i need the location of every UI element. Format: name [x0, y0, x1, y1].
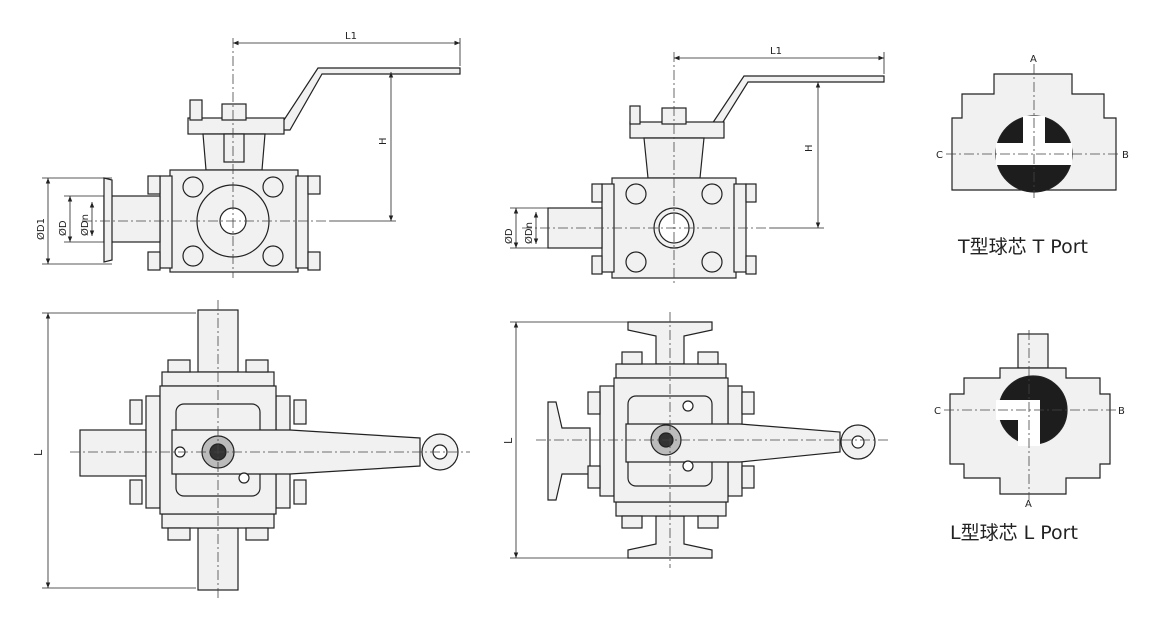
top-view-tube-valve [79, 309, 459, 591]
l-port-stem [1017, 333, 1049, 369]
t-port-label-b: B [1122, 150, 1129, 161]
bolt [587, 465, 601, 489]
bolt [697, 351, 719, 365]
side-nut [307, 175, 321, 195]
hex-bolt [701, 251, 723, 273]
dim-label-h: H [804, 144, 815, 152]
hex-bolt [182, 176, 204, 198]
top-view-clamp-dimensions [510, 321, 628, 559]
bolt [621, 515, 643, 529]
t-port-label-c: C [936, 150, 943, 161]
l-port-section [949, 333, 1111, 495]
flange-left [159, 175, 173, 269]
flange-bottom [615, 501, 727, 517]
l-port-caption: L型球芯 L Port [950, 522, 1078, 544]
front-view-flanged-dimensions [42, 38, 461, 265]
hex-bolt [262, 176, 284, 198]
t-port-centerlines [946, 64, 1120, 198]
side-nut [591, 255, 603, 275]
bolt [129, 479, 143, 505]
dim-label-d: ØD [503, 228, 515, 244]
stop-hole [682, 460, 694, 472]
hex-bolt [182, 245, 204, 267]
port-tube-left [79, 429, 147, 477]
side-nut [745, 255, 757, 275]
bolt [293, 399, 307, 425]
flange-top [615, 363, 727, 379]
top-view-tube-dimensions [42, 312, 196, 589]
stop-pin [189, 99, 203, 121]
bolt [129, 399, 143, 425]
dim-label-dn: ØDn [523, 222, 535, 244]
clamp-end-left [547, 401, 591, 501]
side-nut [147, 175, 161, 195]
front-view-threaded-valve [547, 75, 885, 279]
bolt [293, 479, 307, 505]
t-port-caption: T型球芯 T Port [958, 236, 1088, 258]
hex-bolt [625, 251, 647, 273]
stem [223, 133, 245, 163]
bolt [245, 527, 269, 541]
threaded-end [547, 207, 603, 249]
dim-label-d1: ØD1 [35, 218, 47, 240]
dim-label-l1: L1 [345, 31, 357, 42]
dim-label-d: ØD [57, 220, 69, 236]
side-nut [591, 183, 603, 203]
side-nut [745, 183, 757, 203]
dim-label-l: L [502, 437, 515, 444]
side-nut [307, 251, 321, 271]
stem-nut [221, 103, 247, 121]
outlet-tube [103, 195, 161, 243]
l-port-label-a: A [1025, 499, 1032, 510]
hex-bolt [262, 245, 284, 267]
bolt [167, 527, 191, 541]
top-view-clamp-centerlines [536, 312, 890, 568]
top-view-tube-centerlines [70, 300, 470, 600]
stop-hole [682, 400, 694, 412]
bolt [741, 391, 755, 415]
bolt [621, 351, 643, 365]
flange-right [295, 175, 309, 269]
bolt [741, 465, 755, 489]
bolt [697, 515, 719, 529]
dim-label-l1: L1 [770, 46, 782, 57]
l-port-label-c: C [934, 406, 941, 417]
front-view-flanged-centerlines [82, 38, 330, 278]
dim-label-h: H [378, 137, 389, 145]
l-port-label-b: B [1118, 406, 1125, 417]
front-view-threaded-centerlines [522, 52, 770, 285]
front-view-threaded-dimensions [510, 52, 885, 249]
handle-ring-hole [851, 435, 865, 449]
bolt [167, 359, 191, 373]
l-port-centerlines [944, 330, 1116, 500]
bolt [587, 391, 601, 415]
clamp-ferrule [103, 177, 113, 263]
bolt [245, 359, 269, 373]
flange-left [599, 385, 615, 497]
hex-bolt [625, 183, 647, 205]
t-port-label-a: A [1030, 54, 1037, 65]
dim-label-l: L [32, 449, 45, 456]
front-view-flanged-valve [103, 67, 461, 273]
stop-hole [238, 472, 250, 484]
t-port-vertical-bore [1023, 116, 1045, 154]
hex-bolt [701, 183, 723, 205]
stop-pin [629, 105, 641, 125]
side-nut [147, 251, 161, 271]
dim-label-dn: ØDn [79, 214, 91, 236]
